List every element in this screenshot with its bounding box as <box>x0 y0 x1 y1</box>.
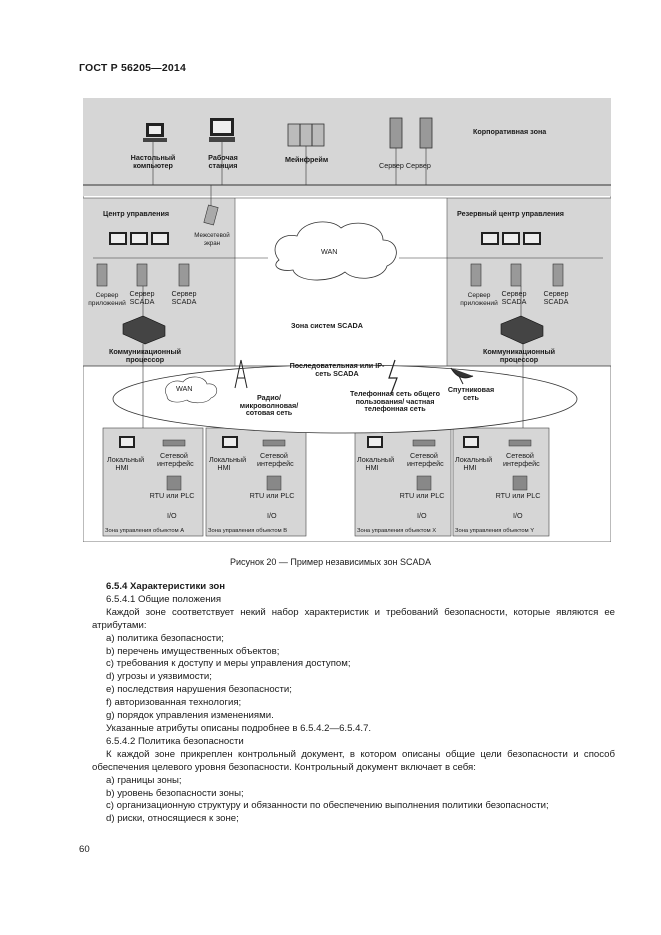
label-rtu-y: RTU или PLC <box>495 491 541 500</box>
monitor-icons-left <box>109 232 169 245</box>
list-item: d) риски, относящиеся к зоне; <box>106 813 239 825</box>
page-number: 60 <box>79 844 90 855</box>
label-firewall: Межсетевой экран <box>194 232 230 247</box>
firewall-icon <box>203 204 219 226</box>
mainframe-icon <box>287 123 325 147</box>
standard-header: ГОСТ Р 56205—2014 <box>79 62 187 74</box>
list-item: b) уровень безопасности зоны; <box>106 787 244 799</box>
label-workstation: Рабочая станция <box>208 153 238 170</box>
label-control-center: Центр управления <box>103 209 170 218</box>
wan-cloud-bottom <box>165 376 218 404</box>
label-net-b: Сетевой интерфейс <box>257 451 294 468</box>
figure-caption: Рисунок 20 — Пример независимых зон SCAD… <box>229 557 432 567</box>
label-net-y: Сетевой интерфейс <box>503 451 540 468</box>
section-heading: 6.5.4 Характеристики зон <box>106 581 226 592</box>
label-io-y: I/O <box>513 511 523 520</box>
paragraph: Каждой зоне соответствует некий набор ха… <box>92 606 615 631</box>
list-item: a) границы зоны; <box>106 774 182 786</box>
label-corporate-zone: Корпоративная зона <box>473 127 547 136</box>
label-backup-center: Резервный центр управления <box>457 209 564 218</box>
label-satellite: Спутниковая сеть <box>447 385 495 402</box>
radio-tower-icon <box>234 359 248 389</box>
label-net-a: Сетевой интерфейс <box>157 451 194 468</box>
label-app-server-right: Сервер приложений <box>460 292 498 307</box>
list-item: f) авторизованная технология; <box>106 697 242 709</box>
scada-servers-right <box>470 263 564 287</box>
label-zone-x: Зона управления объектом X <box>357 528 437 534</box>
list-item: c) организационную структуру и обязаннос… <box>106 800 549 812</box>
label-servers: Сервер Сервер <box>379 161 431 170</box>
paragraph: К каждой зоне прикреплен контрольный док… <box>92 748 615 773</box>
label-mainframe: Мейнфрейм <box>285 155 329 164</box>
label-scada-server-left-1: Сервер SCADA <box>129 289 155 306</box>
label-app-server-left: Сервер приложений <box>88 292 126 307</box>
label-zone-b: Зона управления объектом B <box>208 528 288 534</box>
scada-network-ellipse <box>112 364 578 434</box>
body-text: 6.5.4 Характеристики зон 6.5.4.1 Общие п… <box>92 581 615 826</box>
field-devices <box>119 436 532 491</box>
label-hmi-y: Локальный HMI <box>455 455 493 472</box>
label-scada-server-right-2: Сервер SCADA <box>543 289 569 306</box>
label-rtu-x: RTU или PLC <box>399 491 445 500</box>
wan-cloud-top <box>274 221 397 281</box>
label-comm-processor-right: Коммуникационный процессор <box>482 347 556 364</box>
scada-zones-figure: Корпоративная зона Настольный компьютер … <box>83 98 611 542</box>
label-scada-zone: Зона систем SCADA <box>291 321 363 330</box>
list-item: c) требования к доступу и меры управлени… <box>106 658 351 670</box>
label-wan-bottom: WAN <box>176 384 193 393</box>
subsection-heading: 6.5.4.2 Политика безопасности <box>106 735 244 747</box>
label-rtu-a: RTU или PLC <box>149 491 195 500</box>
label-radio: Радио/микроволновая/ сотовая сеть <box>239 393 299 417</box>
network-diagram <box>83 98 611 542</box>
desktop-icon <box>143 123 167 142</box>
list-item: a) политика безопасности; <box>106 632 224 644</box>
label-io-b: I/O <box>267 511 277 520</box>
lightning-icon <box>388 359 398 395</box>
label-zone-a: Зона управления объектом А <box>105 528 185 534</box>
label-io-a: I/O <box>167 511 177 520</box>
label-desktop: Настольный компьютер <box>130 153 176 170</box>
scada-servers-left <box>96 263 190 287</box>
label-scada-server-left-2: Сервер SCADA <box>171 289 197 306</box>
server-icon <box>389 117 433 149</box>
list-item: g) порядок управления изменениями. <box>106 710 274 722</box>
workstation-icon <box>209 118 235 142</box>
satellite-dish-icon <box>450 367 474 385</box>
list-item: e) последствия нарушения безопасности; <box>106 684 292 696</box>
label-hmi-x: Локальный HMI <box>357 455 395 472</box>
label-io-x: I/O <box>417 511 427 520</box>
label-serial-ip: Последовательная или IP-сеть SCADA <box>289 361 385 378</box>
label-hmi-b: Локальный HMI <box>209 455 247 472</box>
list-item: b) перечень имущественных объектов; <box>106 645 280 657</box>
subsection-heading: 6.5.4.1 Общие положения <box>106 593 222 605</box>
label-scada-server-right-1: Сервер SCADA <box>501 289 527 306</box>
label-comm-processor-left: Коммуникационный процессор <box>108 347 182 364</box>
label-net-x: Сетевой интерфейс <box>407 451 444 468</box>
monitor-icons-right <box>481 232 541 245</box>
label-hmi-a: Локальный HMI <box>107 455 145 472</box>
label-zone-y: Зона управления объектом Y <box>455 528 535 534</box>
label-phone: Телефонная сеть общего пользования/ част… <box>350 389 440 413</box>
label-rtu-b: RTU или PLC <box>249 491 295 500</box>
list-item: d) угрозы и уязвимости; <box>106 671 212 683</box>
label-wan-top: WAN <box>321 247 338 256</box>
paragraph: Указанные атрибуты описаны подробнее в 6… <box>106 722 372 734</box>
